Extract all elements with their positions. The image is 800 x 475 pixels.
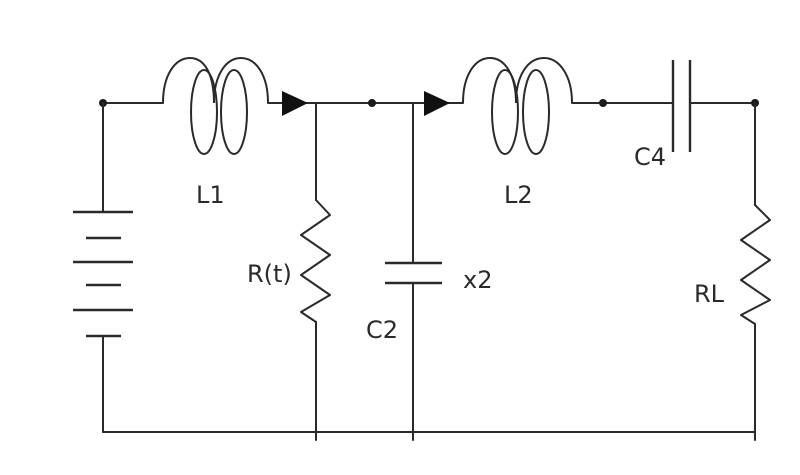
label-l1: L1	[196, 181, 225, 209]
label-l2: L2	[504, 181, 533, 209]
inductor-l2	[462, 56, 573, 155]
label-rt: R(t)	[247, 260, 292, 288]
capacitor-c4	[671, 60, 692, 152]
battery-source	[73, 102, 133, 433]
resistor-rl	[740, 102, 771, 441]
label-rl: RL	[694, 280, 725, 308]
label-c2: C2	[366, 316, 398, 344]
current-arrow-2	[424, 91, 450, 116]
resistor-rt	[300, 102, 331, 441]
capacitor-c2	[385, 102, 442, 441]
inductor-l1	[162, 56, 269, 155]
label-x2: x2	[463, 266, 492, 294]
label-c4: C4	[634, 143, 666, 171]
current-arrow-1	[282, 91, 308, 116]
